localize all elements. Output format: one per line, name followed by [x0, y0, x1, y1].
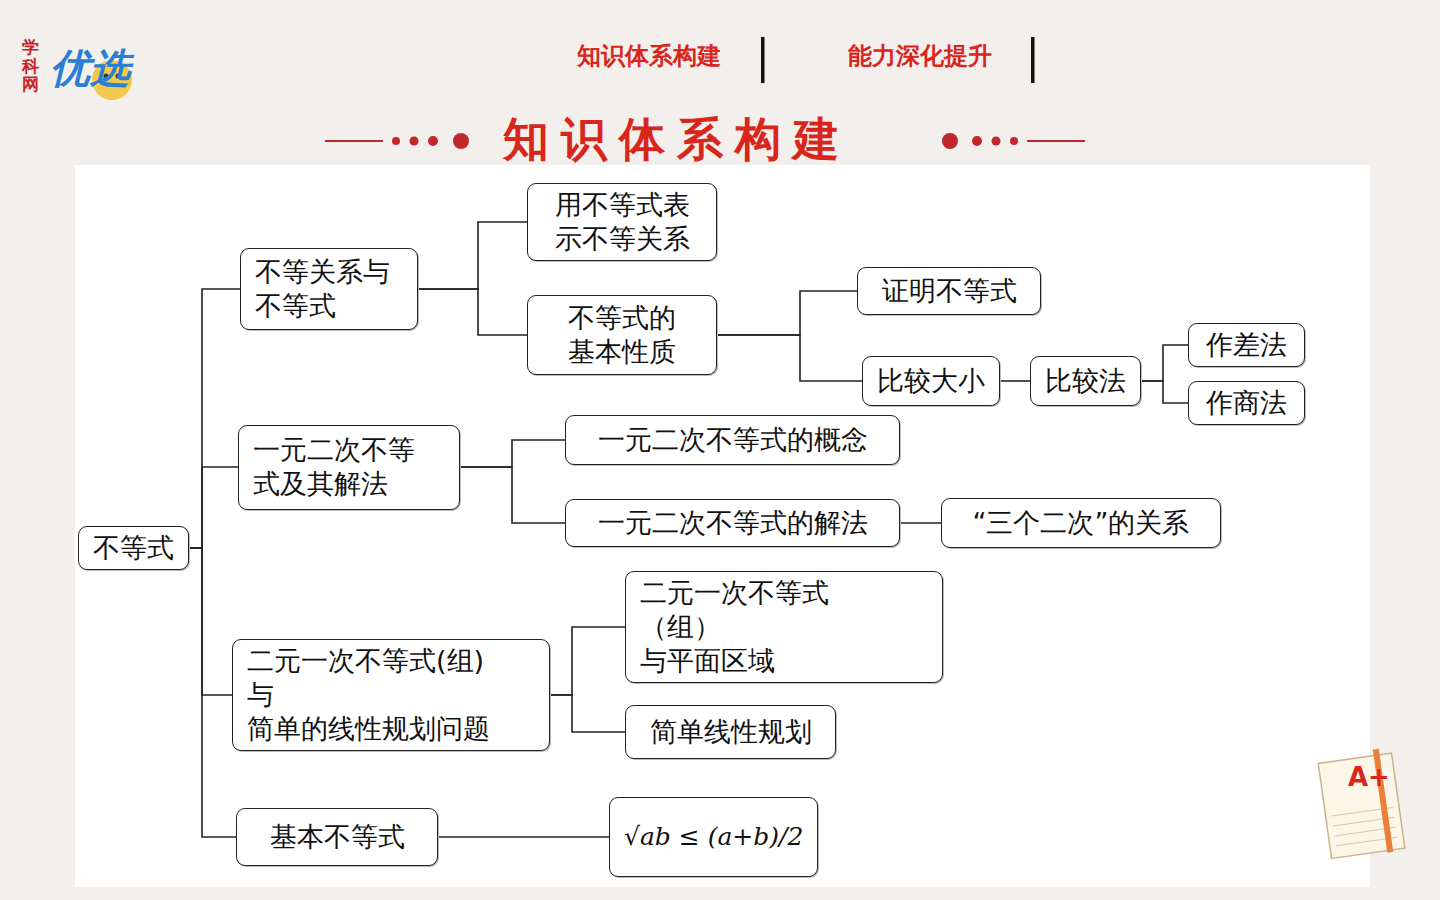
- ornament-line: [1027, 140, 1085, 142]
- tab-divider: [1031, 37, 1035, 83]
- concept-box: 简单线性规划: [625, 705, 836, 759]
- node-text: 二元一次不等式（组） 与平面区域: [640, 576, 829, 677]
- tree-connector: [1141, 381, 1188, 403]
- ornament-dot: [453, 133, 469, 149]
- tree-connector: [189, 467, 238, 548]
- concept-box: 一元二次不等式的概念: [565, 415, 900, 465]
- concept-box: 证明不等式: [857, 267, 1041, 315]
- concept-box: 二元一次不等式（组） 与平面区域: [625, 571, 943, 682]
- tree-connector: [717, 335, 862, 381]
- topic-box: 二元一次不等式(组)与 简单的线性规划问题: [232, 639, 550, 750]
- tab-label: 能力深化提升: [848, 42, 992, 71]
- method-box: 作商法: [1188, 381, 1305, 425]
- logo-text: 学科网: [22, 38, 39, 94]
- ornament-line: [325, 140, 383, 142]
- topic-box: 不等关系与 不等式: [240, 248, 418, 330]
- logo-text: 优选: [50, 44, 130, 92]
- formula-box: √ab ≤ (a+b)/2: [609, 797, 818, 877]
- tab-label: 知识体系构建: [577, 42, 721, 71]
- tree-connector: [460, 440, 565, 467]
- tree-connector: [1141, 345, 1188, 381]
- node-text: 用不等式表 示不等关系: [555, 188, 690, 256]
- node-text: 基本不等式: [270, 820, 405, 854]
- root-box: 不等式: [78, 526, 189, 570]
- section-title: 知识体系构建: [503, 112, 851, 167]
- tree-connector: [1000, 380, 1030, 382]
- ornament-dot: [992, 137, 1001, 146]
- grade-notepad: [1317, 747, 1405, 860]
- ornament-dot: [392, 137, 400, 145]
- node-text: 一元二次不等式的概念: [598, 423, 868, 457]
- node-text: 不等式的 基本性质: [568, 301, 676, 369]
- node-text: 比较大小: [877, 364, 985, 398]
- node-text: √ab ≤ (a+b)/2: [624, 821, 803, 852]
- tree-connector: [717, 291, 857, 335]
- tree-connector: [550, 627, 625, 695]
- node-text: 比较法: [1045, 364, 1126, 398]
- ornament-dot: [1010, 137, 1018, 145]
- tree-connector: [550, 695, 625, 732]
- concept-box: 不等式的 基本性质: [527, 295, 717, 375]
- node-text: 证明不等式: [882, 274, 1017, 308]
- node-text: 一元二次不等 式及其解法: [253, 433, 415, 501]
- ornament-dot: [972, 136, 982, 146]
- method-box: 比较法: [1030, 356, 1141, 406]
- tree-connector: [418, 222, 527, 289]
- content-panel: [75, 165, 1370, 887]
- node-text: 二元一次不等式(组)与 简单的线性规划问题: [247, 644, 490, 745]
- node-text: 一元二次不等式的解法: [598, 506, 868, 540]
- tree-connector: [460, 467, 565, 523]
- node-text: 简单线性规划: [650, 715, 812, 749]
- ornament-dot: [410, 137, 419, 146]
- concept-box: 比较大小: [862, 356, 1000, 406]
- tree-connector: [189, 289, 240, 548]
- topic-box: 一元二次不等 式及其解法: [238, 425, 460, 510]
- grade-mark: A+: [1348, 762, 1390, 793]
- tree-connector: [189, 548, 232, 695]
- node-text: “三个二次”的关系: [973, 506, 1190, 540]
- concept-box: “三个二次”的关系: [941, 498, 1221, 548]
- tab-divider: [761, 37, 765, 83]
- tree-connector: [900, 522, 941, 524]
- concept-box: 一元二次不等式的解法: [565, 499, 900, 547]
- node-text: 作差法: [1206, 328, 1287, 362]
- node-text: 不等关系与 不等式: [255, 255, 390, 323]
- tree-connector: [418, 289, 527, 335]
- method-box: 作差法: [1188, 323, 1305, 367]
- tree-connector: [189, 548, 236, 837]
- topic-box: 基本不等式: [236, 808, 438, 866]
- concept-box: 用不等式表 示不等关系: [527, 183, 717, 261]
- ornament-dot: [942, 133, 958, 149]
- ornament-dot: [428, 136, 438, 146]
- node-text: 不等式: [93, 531, 174, 565]
- node-text: 作商法: [1206, 386, 1287, 420]
- tree-connector: [438, 836, 609, 838]
